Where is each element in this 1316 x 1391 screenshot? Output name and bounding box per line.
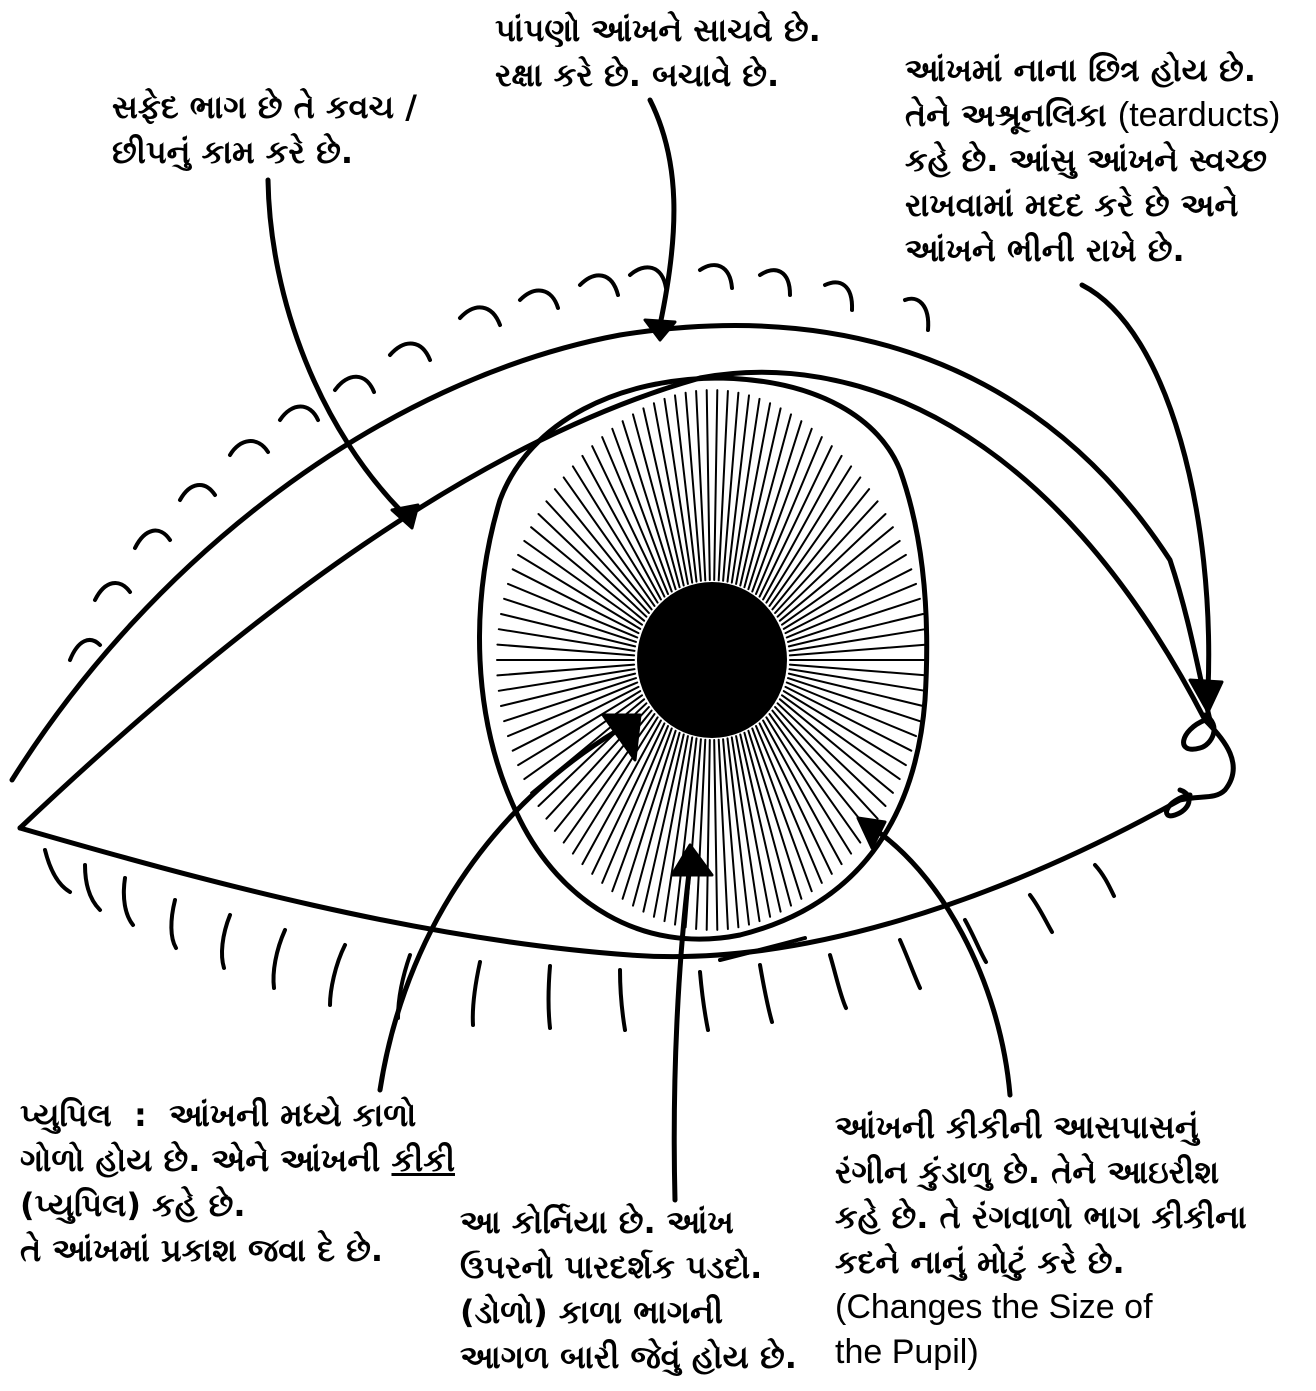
sclera-line1: સફેદ ભાગ છે તે કવચ / [112,85,417,130]
cornea-line3: (ડોળો) કાળા ભાગની [460,1290,797,1335]
eyelid-line1: આંખને સાચવે છે. [580,11,820,49]
iris-label: આંખની કીકીની આસપાસનું રંગીન કુંડાળુ છે. … [835,1105,1247,1375]
tearducts-term-latin: (tearducts) [1118,96,1281,134]
tearducts-line5: આંખને ભીની રાખે છે. [905,228,1280,273]
tearducts-line4: રાખવામાં મદદ કરે છે અને [905,183,1280,228]
iris-ray [643,735,683,912]
iris-ray [790,645,927,656]
iris-ray [499,669,635,691]
iris-ray [555,489,652,609]
iris-ray [539,514,647,617]
iris-ray [499,629,635,651]
pupil-term: પ્યુપિલ [20,1096,112,1134]
iris-ray [497,645,634,656]
iris-term: આઇરીશ [1107,1153,1219,1191]
iris-ray [714,390,717,580]
iris-ray [787,683,916,737]
iris-line1: આંખની કીકીની આસપાસનું [835,1105,1247,1150]
iris-ray [770,477,861,606]
sclera-line2: છીપનું કામ કરે છે. [112,130,417,175]
tearducts-label: આંખમાં નાના છિત્ર હોય છે. તેને અશ્રૂનલિક… [905,48,1280,273]
iris-pointer-line [868,825,1010,1095]
cornea-label: આ કોર્નિયા છે. આંખ ઉપરનો પારદર્શક પડદો. … [460,1200,797,1380]
pupil-line1: આંખની મધ્યે કાળો [169,1096,416,1134]
cornea-arrowhead [672,845,712,875]
iris-ray [719,391,728,580]
tearducts-line2: તેને અશ્રૂનલિકા [905,96,1118,134]
cornea-line1: છે. આંખ [608,1203,734,1241]
tearducts-line3: કહે છે. આંસુ આંખને સ્વચ્છ [905,138,1280,183]
cornea-pre: આ [460,1203,512,1241]
iris-ray [573,466,658,602]
cornea-line4: આગળ બારી જેવું હોય છે. [460,1335,797,1380]
iris-ray [778,514,886,617]
iris-ray [508,584,637,638]
iris-ray [787,584,916,638]
iris-ray [707,390,710,580]
iris-ray [719,740,728,929]
iris-ray [564,477,655,606]
sclera-label: સફેદ ભાગ છે તે કવચ / છીપનું કામ કરે છે. [112,85,417,175]
cornea-line2: ઉપરનો પારદર્શક પડદો. [460,1245,797,1290]
sclera-pointer-line [268,180,405,515]
pupil-separator: : [112,1096,169,1134]
iris-line6: the Pupil) [835,1330,1247,1375]
iris-ray [778,703,886,806]
eyelid-label: પાંપણો આંખને સાચવે છે. રક્ષા કરે છે. બચા… [495,8,821,98]
pupil-line3: (પ્યુપિલ) કહે છે. [20,1183,455,1228]
iris-ray [714,740,717,930]
iris-ray [573,717,658,853]
iris-ray [766,466,851,602]
iris-ray [775,501,878,613]
pupil-kiki: કીકી [391,1141,455,1179]
eyelid-pointer-line [650,100,674,325]
pupil-line4: તે આંખમાં પ્રકાશ જવા દે છે. [20,1228,455,1273]
tearduct-corner [1180,715,1233,800]
eyelid-line2: રક્ષા કરે છે. બચાવે છે. [495,53,821,98]
iris-line4: કદને નાનું મોટું કરે છે. [835,1240,1247,1285]
iris-ray [707,740,710,930]
iris-ray [696,740,705,929]
tearducts-line1: આંખમાં નાના છિત્ર હોય છે. [905,48,1280,93]
eyelid-outline [12,326,1210,780]
pupil-line2: ગોળો હોય છે. એને આંખની [20,1141,391,1179]
iris-ray [790,669,926,691]
iris-ray [740,735,780,912]
cornea-term: કોર્નિયા [512,1203,608,1241]
iris-line5: (Changes the Size of [835,1285,1247,1330]
iris-line2: રંગીન કુંડાળુ છે. તેને [835,1153,1107,1191]
iris-ray [546,501,649,613]
iris-ray [770,714,861,843]
iris-ray [766,717,851,853]
pupil-label: પ્યુપિલ : આંખની મધ્યે કાળો ગોળો હોય છે. … [20,1093,455,1273]
iris-ray [740,408,780,585]
iris-ray [643,408,683,585]
pupil [637,582,787,738]
eyelid-term: પાંપણો [495,11,580,49]
iris-ray [696,391,705,580]
iris-ray [772,489,869,609]
iris-ray [497,665,634,676]
iris-line3: કહે છે. તે રંગવાળો ભાગ કીકીના [835,1195,1247,1240]
iris-ray [790,629,926,651]
iris-ray [775,707,878,819]
iris-ray [790,665,927,676]
eye-lower-contour [20,800,1180,957]
iris-ray [772,711,869,831]
pupil-pointer-line [380,730,618,1090]
